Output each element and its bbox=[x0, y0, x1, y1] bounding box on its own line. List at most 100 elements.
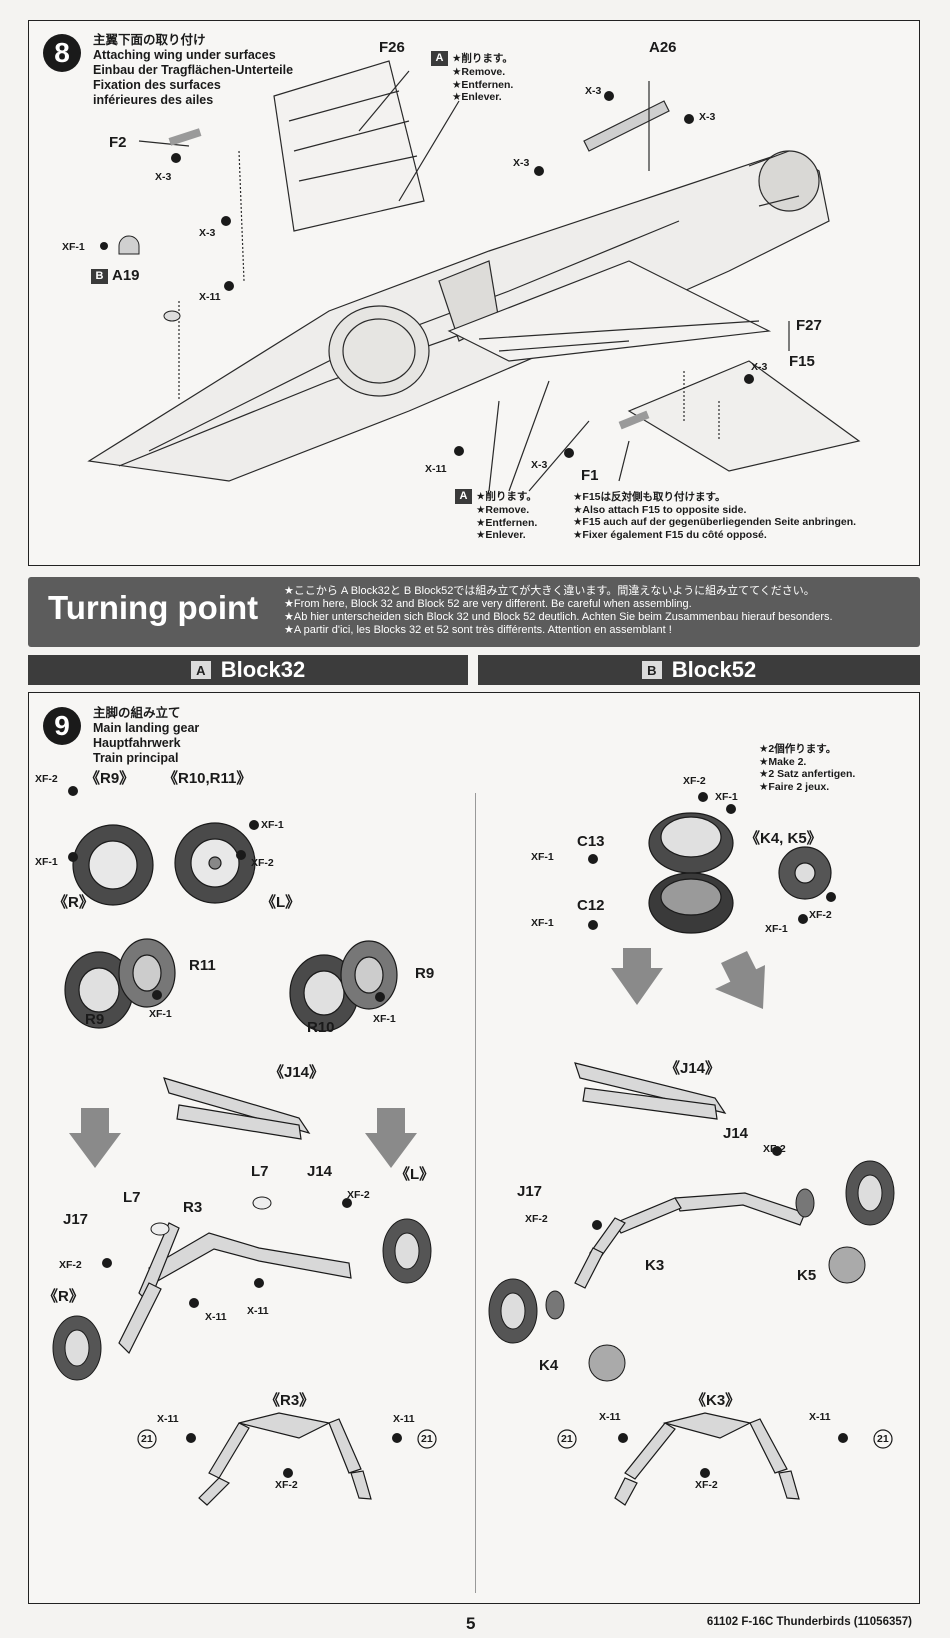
step8-title-de: Einbau der Tragflächen-Unterteile bbox=[93, 63, 294, 77]
remove-note-bottom: A★削ります。 ★Remove. ★Entfernen. ★Enlever. bbox=[455, 489, 537, 542]
block32-label: Block32 bbox=[220, 657, 306, 682]
turning-point-band: Turning point ★ここから A Block32と B Block52… bbox=[28, 577, 920, 647]
l-l7-1: L7 bbox=[251, 1163, 269, 1180]
part-f26-label: F26 bbox=[379, 39, 405, 56]
l-r3-group: 《R3》 bbox=[265, 1392, 315, 1409]
r-circled-21-b: 21 bbox=[877, 1433, 889, 1445]
r-k4k5-group: 《K4, K5》 bbox=[745, 830, 822, 847]
f15-note: ★F15は反対側も取り付けます。 ★Also attach F15 to opp… bbox=[573, 491, 857, 541]
step8-panel: 8 主翼下面の取り付け Attaching wing under surface… bbox=[28, 20, 920, 566]
r-xf1-2: XF-1 bbox=[531, 851, 554, 863]
l-r-side: 《R》 bbox=[53, 894, 94, 911]
x3-label-5: X-3 bbox=[513, 157, 530, 169]
x3-label-4: X-3 bbox=[699, 111, 716, 123]
r-xf2-3: XF-2 bbox=[763, 1143, 786, 1155]
badge-a-top: A bbox=[431, 51, 448, 66]
r-j17: J17 bbox=[517, 1183, 543, 1200]
step9-divider bbox=[475, 793, 476, 1593]
l-r10r11-group: 《R10,R11》 bbox=[163, 770, 252, 787]
l-r10: R10 bbox=[307, 1019, 335, 1036]
r-j14: J14 bbox=[723, 1125, 749, 1142]
r-k5: K5 bbox=[797, 1267, 817, 1284]
block52-header: B Block52 bbox=[478, 655, 920, 685]
r-xf1-4: XF-1 bbox=[765, 923, 788, 935]
l-l7-2: L7 bbox=[123, 1189, 141, 1206]
l-x11-2: X-11 bbox=[247, 1305, 269, 1317]
make2-note: ★2個作ります。 ★Make 2. ★2 Satz anfertigen. ★F… bbox=[759, 743, 856, 793]
step8-number: 8 bbox=[43, 34, 81, 72]
l-j14: J14 bbox=[307, 1163, 333, 1180]
l-j14-group: 《J14》 bbox=[269, 1064, 325, 1081]
l-r11: R11 bbox=[189, 957, 216, 974]
l-j17: J17 bbox=[63, 1211, 89, 1228]
l-x11-4: X-11 bbox=[393, 1413, 415, 1425]
r-k3: K3 bbox=[645, 1257, 665, 1274]
r-circled-21-a: 21 bbox=[561, 1433, 573, 1445]
block52-badge: B bbox=[641, 661, 662, 679]
r-xf2-2: XF-2 bbox=[809, 909, 832, 921]
l-r9-group: 《R9》 bbox=[85, 770, 135, 787]
r-x11-1: X-11 bbox=[599, 1411, 621, 1423]
r-x11-2: X-11 bbox=[809, 1411, 831, 1423]
step8-title: 主翼下面の取り付け Attaching wing under surfaces … bbox=[93, 33, 293, 108]
xf1-label: XF-1 bbox=[62, 241, 85, 253]
l-xf1-2: XF-1 bbox=[35, 856, 58, 868]
r-xf2-1: XF-2 bbox=[683, 775, 706, 787]
l-circled-21-b: 21 bbox=[421, 1433, 433, 1445]
turning-point-title: Turning point bbox=[48, 589, 259, 626]
l-xf2-5: XF-2 bbox=[275, 1479, 298, 1491]
part-f15-label: F15 bbox=[789, 353, 815, 370]
part-f2-label: F2 bbox=[109, 134, 127, 151]
r-xf1-1: XF-1 bbox=[715, 791, 738, 803]
step8-title-fr1: Fixation des surfaces bbox=[93, 78, 221, 92]
l-r9-top: R9 bbox=[415, 965, 435, 982]
l-l-side: 《L》 bbox=[261, 894, 301, 911]
r-xf2-4: XF-2 bbox=[525, 1213, 548, 1225]
l-xf2-4: XF-2 bbox=[59, 1259, 82, 1271]
part-f1-label: F1 bbox=[581, 467, 599, 484]
l-r9: R9 bbox=[85, 1011, 105, 1028]
l-xf2-2: XF-2 bbox=[251, 857, 274, 869]
l-xf1-4: XF-1 bbox=[373, 1013, 396, 1025]
x11-label-1: X-11 bbox=[199, 291, 221, 303]
block52-label: Block52 bbox=[671, 657, 757, 682]
step8-title-jp: 主翼下面の取り付け bbox=[93, 33, 206, 47]
l-xf1-3: XF-1 bbox=[149, 1008, 172, 1020]
r-xf1-3: XF-1 bbox=[531, 917, 554, 929]
l-xf2-1: XF-2 bbox=[35, 773, 58, 785]
r-c12: C12 bbox=[577, 897, 605, 914]
block32-header: A Block32 bbox=[28, 655, 468, 685]
block32-badge: A bbox=[190, 661, 211, 679]
page-number: 5 bbox=[466, 1614, 476, 1633]
l-x11-1: X-11 bbox=[205, 1311, 227, 1323]
turning-point-notes: ★ここから A Block32と B Block52では組み立てが大きく違います… bbox=[284, 585, 833, 636]
l-xf2-3: XF-2 bbox=[347, 1189, 370, 1201]
l-r-side-2: 《R》 bbox=[43, 1288, 84, 1305]
step9-panel: 9 主脚の組み立て Main landing gear Hauptfahrwer… bbox=[28, 692, 920, 1604]
x3-label-6: X-3 bbox=[751, 361, 768, 373]
remove-note-top: A★削ります。 ★Remove. ★Entfernen. ★Enlever. bbox=[431, 51, 513, 104]
step9-number: 9 bbox=[43, 707, 81, 745]
badge-a-bottom: A bbox=[455, 489, 472, 504]
r-k4: K4 bbox=[539, 1357, 559, 1374]
r-xf2-5: XF-2 bbox=[695, 1479, 718, 1491]
step8-title-en: Attaching wing under surfaces bbox=[93, 48, 276, 62]
step9-title: 主脚の組み立て Main landing gear Hauptfahrwerk … bbox=[93, 706, 200, 765]
x3-label-1: X-3 bbox=[155, 171, 172, 183]
product-reference: 61102 F-16C Thunderbirds (11056357) bbox=[706, 1616, 912, 1628]
part-f27-label: F27 bbox=[796, 317, 822, 334]
part-a26-label: A26 bbox=[649, 39, 677, 56]
l-x11-3: X-11 bbox=[157, 1413, 179, 1425]
x3-label-2: X-3 bbox=[199, 227, 216, 239]
l-r3: R3 bbox=[183, 1199, 203, 1216]
l-circled-21-a: 21 bbox=[141, 1433, 153, 1445]
x3-label-3: X-3 bbox=[585, 85, 602, 97]
block52-gear-drawing bbox=[488, 792, 895, 1506]
x11-label-2: X-11 bbox=[425, 463, 447, 475]
step8-title-fr2: inférieures des ailes bbox=[93, 93, 214, 107]
r-k3-group: 《K3》 bbox=[691, 1392, 741, 1409]
x3-label-7: X-3 bbox=[531, 459, 548, 471]
l-xf1-1: XF-1 bbox=[261, 819, 284, 831]
badge-b: B bbox=[91, 268, 108, 284]
